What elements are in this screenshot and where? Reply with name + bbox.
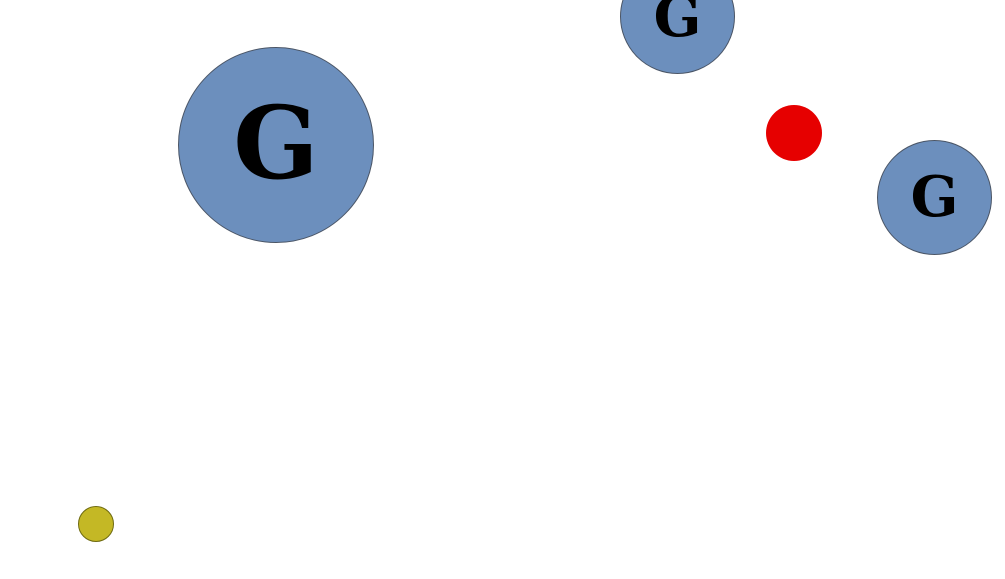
ghost-large: G	[178, 47, 374, 243]
ghost-right: G	[877, 140, 992, 255]
food-dot	[766, 105, 822, 161]
ghost-label: G	[910, 163, 959, 230]
player-dot[interactable]	[78, 506, 114, 542]
ghost-label: G	[233, 84, 319, 202]
ghost-top: G	[620, 0, 735, 74]
ghost-label: G	[653, 0, 702, 50]
